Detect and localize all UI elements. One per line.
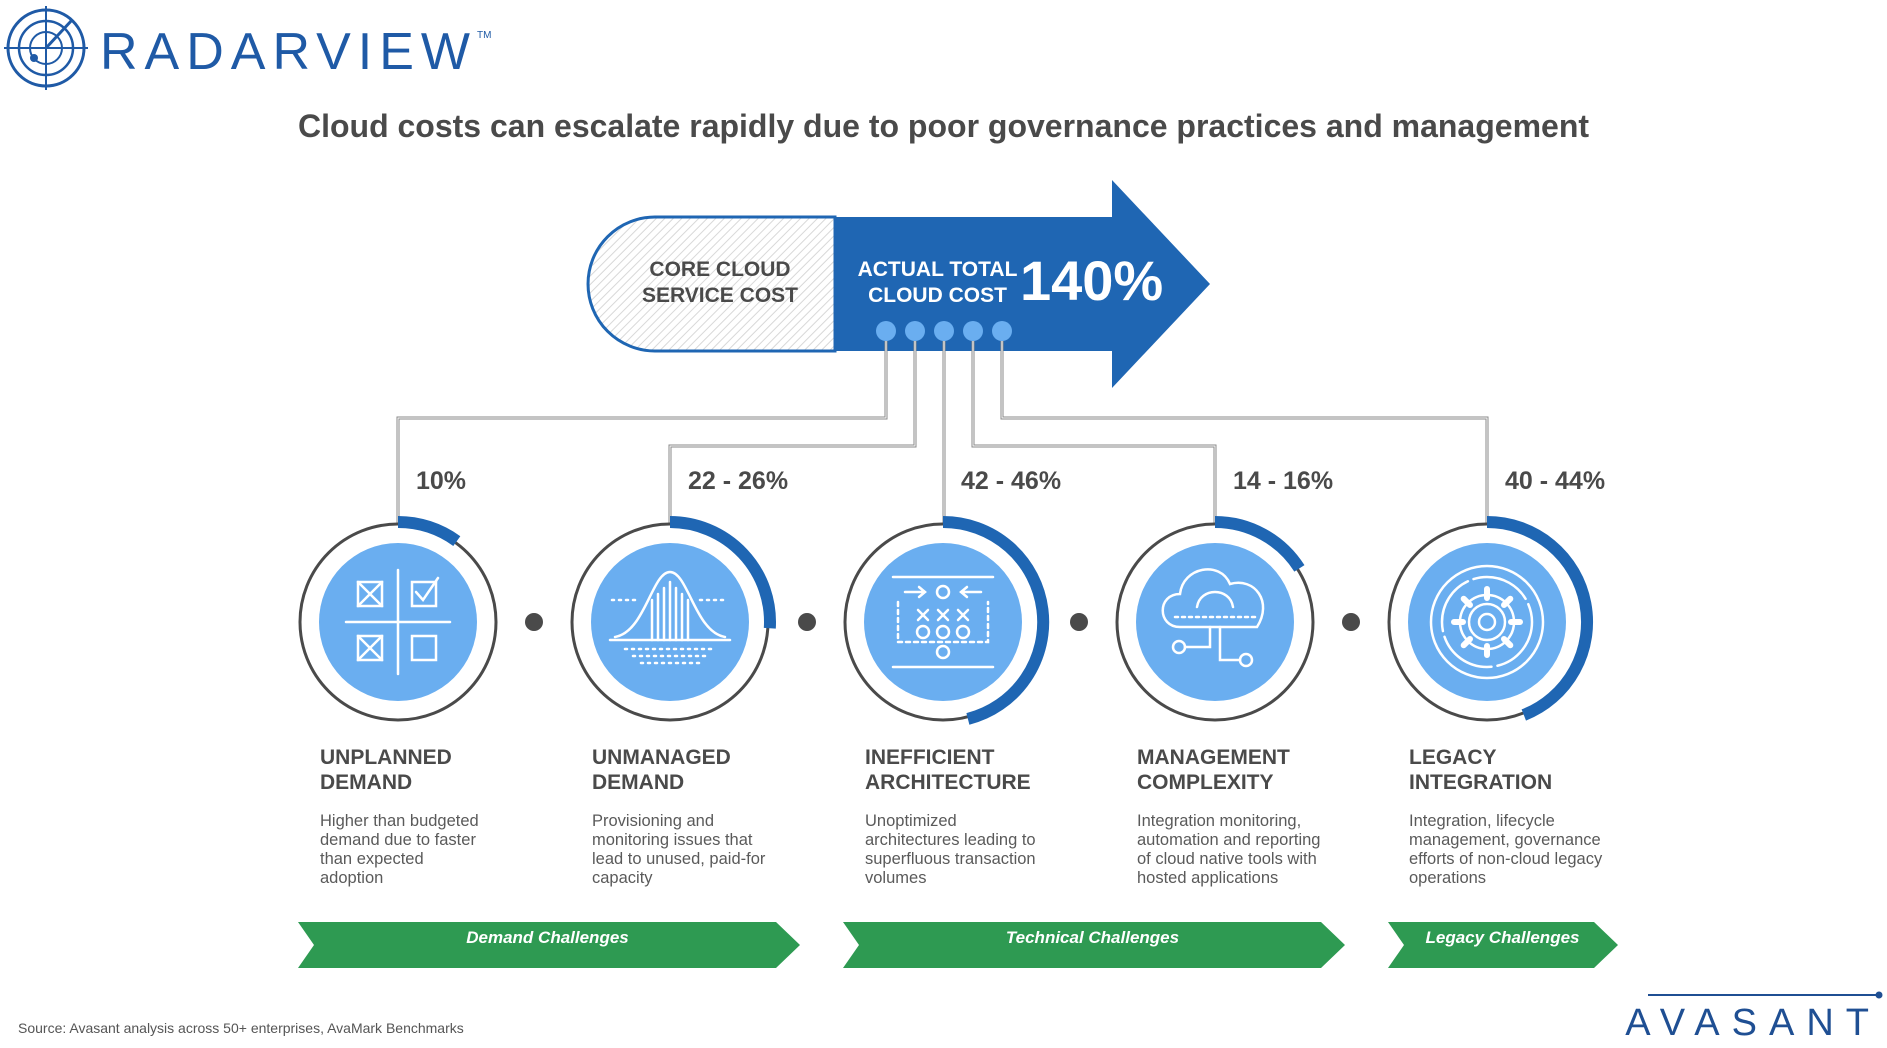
inner-disc [1136, 543, 1294, 701]
level-arc [397, 516, 461, 547]
core-cost-capsule [586, 215, 837, 353]
arrow-dot [963, 321, 983, 341]
actual-cost-arrow [835, 180, 1210, 388]
band-label-technical: Technical Challenges [1005, 928, 1180, 947]
category-circle-1 [298, 516, 498, 722]
challenge-band [1388, 922, 1618, 968]
category-percent: 42 - 46% [961, 467, 1062, 495]
category-circle-4 [1115, 516, 1315, 722]
connector-line-inner [397, 341, 887, 530]
arrow-dot [992, 321, 1012, 341]
category-circles [298, 321, 1594, 725]
band-label-legacy: Legacy Challenges [1425, 928, 1580, 947]
radarview-logo-icon [4, 6, 88, 90]
challenge-bands [298, 922, 1618, 968]
architecture-icon [891, 575, 995, 669]
connector-line-inner [1001, 341, 1488, 530]
avasant-rule [1648, 991, 1883, 999]
category-circle-2 [570, 516, 776, 722]
category-description: Integration monitoring,automation and re… [1137, 812, 1321, 887]
arrow-dot [905, 321, 925, 341]
connector-line [971, 341, 1217, 530]
level-arc [1486, 516, 1594, 721]
category-circle-3 [843, 515, 1050, 725]
separator-dot [1342, 613, 1360, 631]
grid-check-icon [344, 568, 452, 676]
actual-cost-percent: 140% [1020, 249, 1164, 312]
level-arc [669, 516, 776, 629]
category-percent: 40 - 44% [1505, 467, 1606, 495]
connector-line-inner [972, 341, 1216, 530]
category-percent: 22 - 26% [688, 467, 789, 495]
category-percent: 10% [416, 467, 467, 495]
bell-curve-icon [608, 570, 732, 665]
category-percent: 14 - 16% [1233, 467, 1334, 495]
connector-line [396, 341, 888, 530]
cloud-network-icon [1161, 568, 1265, 668]
level-arc [942, 515, 1050, 725]
connector-line [668, 341, 917, 530]
challenge-band [843, 922, 1345, 968]
arrow-dot [876, 321, 896, 341]
connector-line [1000, 341, 1489, 530]
source-note: Source: Avasant analysis across 50+ ente… [18, 1020, 464, 1036]
arrow-dot [934, 321, 954, 341]
connector-line-inner [669, 341, 916, 530]
challenge-band [298, 922, 800, 968]
brand-name: RADARVIEWTM [100, 23, 492, 81]
separator-dot [1070, 613, 1088, 631]
level-arc [1214, 516, 1305, 572]
separator-dot [525, 613, 543, 631]
connector-lines [396, 341, 1489, 530]
avasant-logo: AVASANT [1625, 1002, 1881, 1044]
category-circle-5 [1387, 516, 1594, 722]
inner-disc [864, 543, 1022, 701]
separator-dot [798, 613, 816, 631]
gear-target-icon [1429, 564, 1545, 680]
page-title: Cloud costs can escalate rapidly due to … [297, 108, 1590, 144]
band-label-demand: Demand Challenges [466, 928, 629, 947]
